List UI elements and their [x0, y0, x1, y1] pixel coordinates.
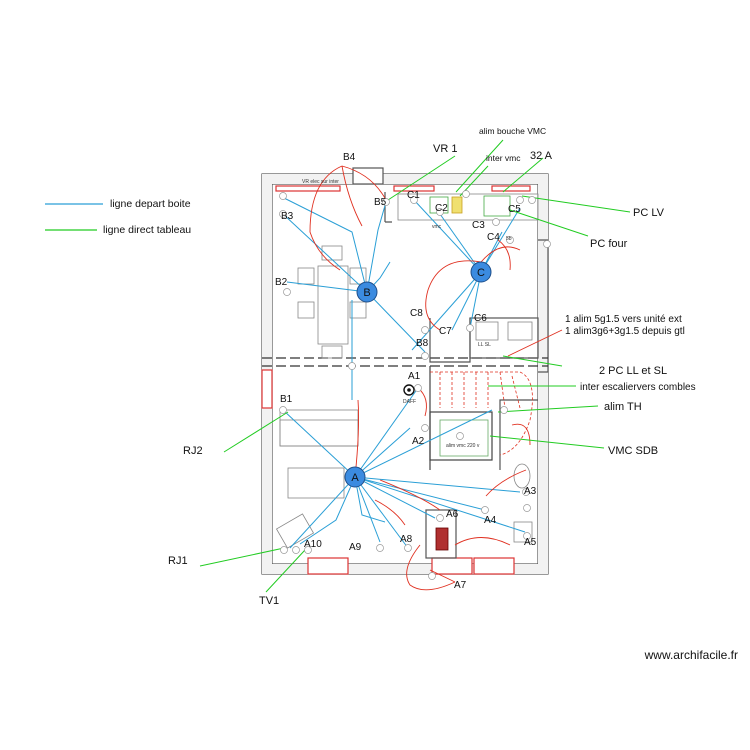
amp32-annotation: 32 A [530, 150, 553, 162]
svg-text:C: C [477, 267, 485, 279]
label-a1: A1 [408, 371, 421, 382]
svg-text:A: A [351, 472, 359, 484]
chair [349, 267, 367, 285]
outlet-symbols [279, 190, 551, 580]
toilet [513, 463, 531, 489]
dryer [507, 321, 533, 341]
label-b8: B8 [416, 338, 429, 349]
label-a7: A7 [454, 580, 467, 591]
vr1-annotation: VR 1 [433, 143, 457, 155]
cooktop [483, 195, 511, 217]
chair [297, 301, 315, 319]
alim-bouche-vmc-annotation: alim bouche VMC [479, 126, 546, 136]
daff-label: DAFF [403, 399, 416, 405]
label-c2: C2 [435, 203, 448, 214]
smoke-detector: DAFF [403, 384, 416, 405]
bathroom-partition [499, 399, 538, 470]
label-a6: A6 [446, 509, 459, 520]
point-labels: A1 A2 A3 A4 A5 A6 A7 A8 A9 A10 B1 B2 B3 … [275, 152, 537, 591]
label-a10: A10 [304, 539, 322, 550]
alim-vmc-text: alim vmc 220 v [446, 443, 480, 449]
window-bottom-left [307, 557, 349, 575]
tv1-annotation: TV1 [259, 595, 279, 607]
closet [425, 509, 457, 559]
pantry-walls [429, 318, 471, 363]
hub-c: C [470, 261, 492, 283]
label-b3: B3 [281, 211, 294, 222]
boiler [435, 527, 449, 551]
window-top-right [491, 185, 531, 192]
annotations: VR 1 alim bouche VMC inter vmc 32 A PC L… [168, 126, 696, 607]
label-a8: A8 [400, 534, 413, 545]
hub-b: B [356, 281, 378, 303]
legend: ligne depart boite ligne direct tableau [45, 198, 191, 236]
vr-elec-text: VR elec sur inter [302, 179, 339, 185]
alim-ext-annotation-1: 1 alim 5g1.5 vers unité ext [565, 314, 682, 325]
inter-escalier-annotation: inter escaliervers combles [580, 382, 696, 393]
window-top-left [275, 185, 341, 192]
label-b1: B1 [280, 394, 293, 405]
window-bottom-right [473, 557, 515, 575]
label-a9: A9 [349, 542, 362, 553]
washing-machine [475, 321, 499, 341]
sofa [279, 409, 359, 447]
window-top-mid [393, 185, 435, 192]
hub-a: A [344, 466, 366, 488]
label-c5: C5 [508, 204, 521, 215]
tv-stand [275, 513, 315, 549]
label-a4: A4 [484, 515, 497, 526]
shower [439, 419, 489, 457]
red-wiring [309, 165, 563, 591]
label-c1: C1 [407, 190, 420, 201]
ll-sl-text: LL SL [478, 342, 491, 348]
vmc-sdb-annotation: VMC SDB [608, 445, 658, 457]
bref-5b-text: 5b [506, 236, 512, 242]
label-a5: A5 [524, 537, 537, 548]
pc-four-annotation: PC four [590, 238, 628, 250]
label-b2: B2 [275, 277, 288, 288]
label-c7: C7 [439, 326, 452, 337]
label-a2: A2 [412, 436, 425, 447]
rj2-annotation: RJ2 [183, 445, 203, 457]
alim-ext-annotation-2: 1 alim3g6+3g1.5 depuis gtl [565, 326, 685, 337]
hob [451, 196, 463, 214]
washbasin [513, 521, 533, 543]
top-notch [352, 167, 384, 185]
legend-blue-label: ligne depart boite [110, 198, 191, 210]
label-c4: C4 [487, 232, 500, 243]
stairs [430, 371, 533, 456]
green-leaders [199, 139, 631, 593]
label-b4: B4 [343, 152, 356, 163]
walls [261, 167, 549, 575]
small-plan-texts: VR elec sur inter vmc alim vmc 220 v LL … [302, 179, 512, 449]
chair [321, 345, 343, 359]
alim-th-annotation: alim TH [604, 401, 642, 413]
label-b5: B5 [374, 197, 387, 208]
svg-text:B: B [363, 287, 370, 299]
label-c8: C8 [410, 308, 423, 319]
right-wall-step [538, 239, 549, 373]
pc-ll-sl-annotation: 2 PC LL et SL [599, 365, 667, 377]
inter-vmc-annotation: inter vmc [486, 153, 521, 163]
label-c6: C6 [474, 313, 487, 324]
window-bottom-mid [431, 557, 473, 575]
sofa-seat [279, 419, 359, 447]
rj1-annotation: RJ1 [168, 555, 188, 567]
window-left [261, 369, 273, 409]
tv-unit [287, 467, 345, 499]
legend-green-label: ligne direct tableau [103, 224, 191, 236]
chair [297, 267, 315, 285]
pc-lv-annotation: PC LV [633, 207, 665, 219]
dining-table [317, 265, 349, 345]
chair [349, 301, 367, 319]
watermark: www.archifacile.fr [644, 648, 738, 662]
label-a3: A3 [524, 486, 537, 497]
label-c3: C3 [472, 220, 485, 231]
laundry-room [469, 317, 539, 359]
vmc-text: vmc [432, 224, 442, 230]
blue-wiring [279, 195, 526, 549]
